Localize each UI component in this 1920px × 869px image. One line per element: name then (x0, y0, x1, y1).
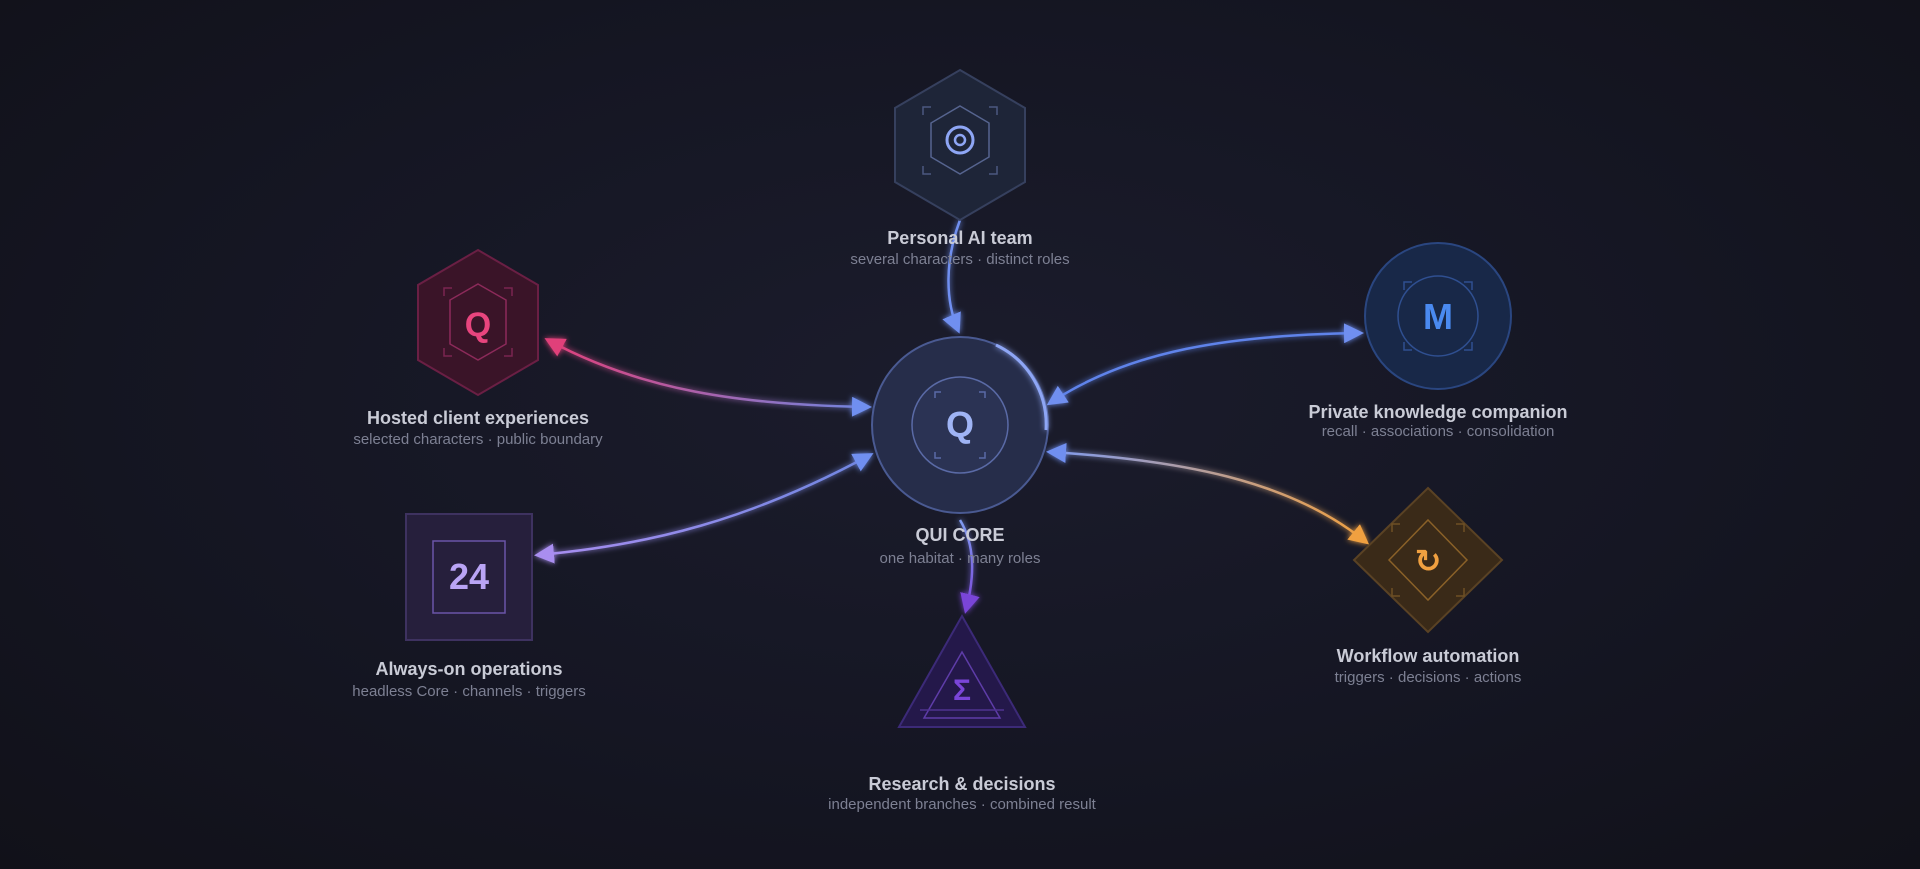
refresh-chip-icon: ↻ (1387, 518, 1469, 602)
node-always-on-operations[interactable]: 24 Always-on operations headless Core · … (352, 513, 586, 700)
node-research-decisions[interactable]: Σ Research & decisions independent branc… (828, 613, 1097, 813)
svg-text:↻: ↻ (1415, 543, 1442, 579)
research-triangle (897, 613, 1027, 728)
research-subtitle: independent branches · combined result (828, 796, 1097, 813)
knowledge-disc (1364, 242, 1512, 390)
operations-subtitle: headless Core · channels · triggers (352, 683, 585, 700)
workflow-title: Workflow automation (1337, 646, 1520, 666)
connector-core-workflow (1046, 443, 1370, 545)
sigma-chip-icon: Σ (920, 650, 1004, 719)
knowledge-subtitle: recall · associations · consolidation (1322, 423, 1555, 440)
svg-text:Σ: Σ (953, 674, 971, 707)
connectors (534, 219, 1370, 614)
node-personal-ai-team[interactable]: Personal AI team several characters · di… (850, 68, 1070, 268)
q-core-chip-icon: Q (911, 376, 1009, 474)
node-hosted-client-experiences[interactable]: Q Hosted client experiences selected cha… (353, 248, 603, 448)
connector-core-research (958, 519, 980, 614)
hosted-title: Hosted client experiences (367, 408, 589, 428)
team-title: Personal AI team (887, 228, 1032, 248)
core-highlight-arc (995, 343, 1048, 431)
24-chip-icon: 24 (432, 540, 506, 614)
svg-text:Q: Q (946, 404, 974, 445)
workflow-diamond (1352, 486, 1504, 634)
connector-core-hosted (544, 338, 872, 417)
svg-text:Q: Q (465, 306, 491, 344)
core-node[interactable]: Q QUI CORE one habitat · many roles (871, 336, 1049, 567)
core-title: QUI CORE (915, 525, 1004, 545)
core-subtitle: one habitat · many roles (880, 550, 1041, 567)
svg-text:M: M (1423, 296, 1453, 337)
q-chip-icon: Q (443, 283, 513, 361)
connector-team-core (942, 219, 962, 334)
connector-core-operations (534, 453, 874, 564)
target-chip-icon (922, 105, 998, 175)
hosted-hexagon (417, 248, 539, 397)
svg-text:24: 24 (449, 556, 489, 597)
research-title: Research & decisions (868, 774, 1055, 794)
node-workflow-automation[interactable]: ↻ Workflow automation triggers · decisio… (1335, 486, 1522, 686)
connector-core-knowledge (1046, 323, 1364, 406)
workflow-subtitle: triggers · decisions · actions (1335, 669, 1522, 686)
m-chip-icon: M (1397, 275, 1479, 357)
node-private-knowledge-companion[interactable]: M Private knowledge companion recall · a… (1308, 242, 1568, 440)
knowledge-title: Private knowledge companion (1308, 402, 1567, 422)
hosted-subtitle: selected characters · public boundary (353, 431, 603, 448)
operations-square (405, 513, 533, 641)
operations-title: Always-on operations (375, 659, 562, 679)
team-subtitle: several characters · distinct roles (850, 251, 1069, 268)
